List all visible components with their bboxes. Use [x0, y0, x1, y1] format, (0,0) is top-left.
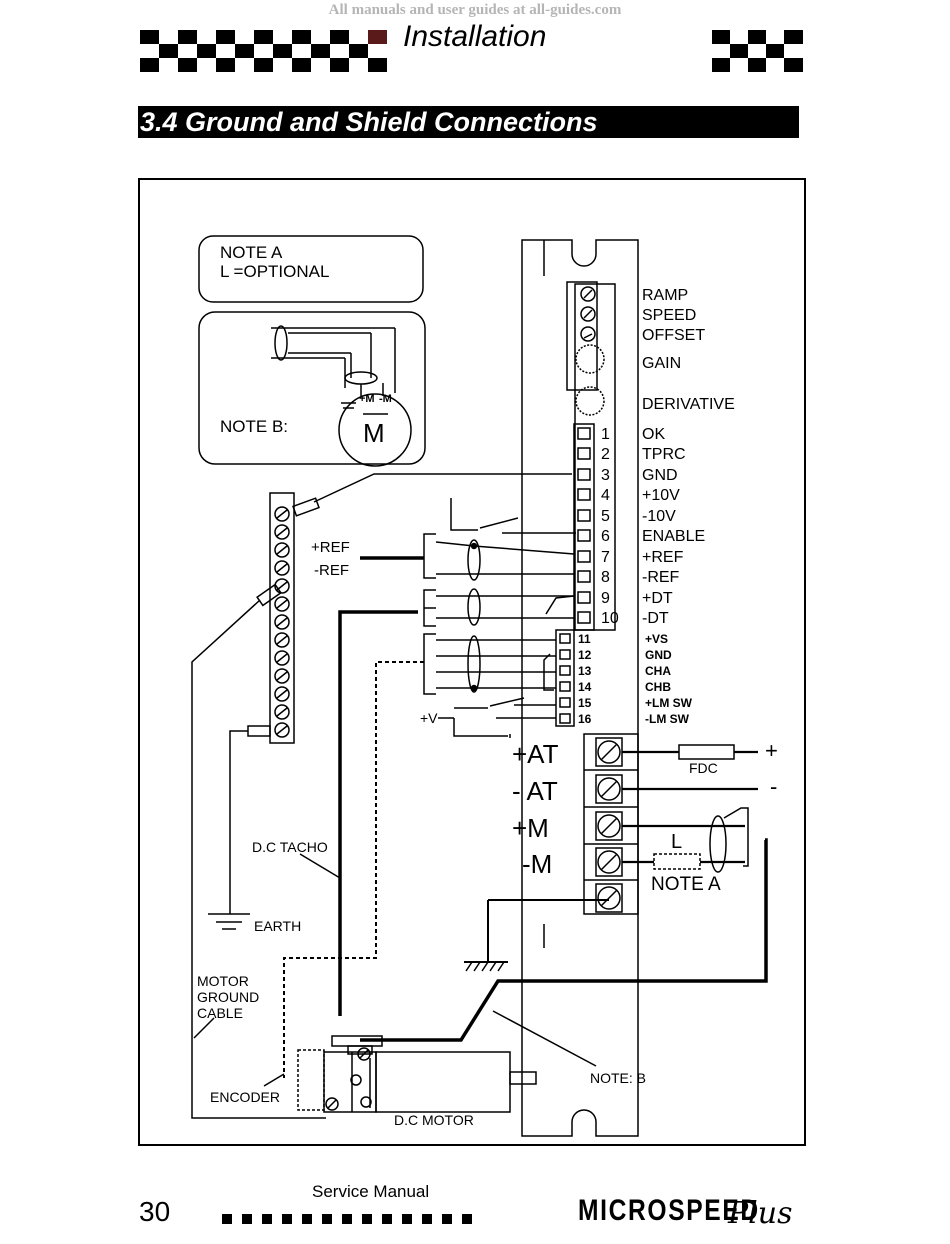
motor-plus-label: +M: [359, 393, 375, 405]
motor-symbol: M: [363, 418, 385, 448]
dc-motor: [297, 1035, 537, 1113]
terminal-num: 13: [578, 664, 592, 678]
dc-tacho-label: D.C TACHO: [252, 839, 328, 855]
wiring-diagram: NOTE A L =OPTIONAL NOTE B: +M -M M: [138, 178, 806, 1146]
terminal-label-plus-lm-sw: +LM SW: [645, 696, 693, 710]
pot-label-derivative: DERIVATIVE: [642, 396, 735, 413]
terminal-num: 16: [578, 712, 592, 726]
pot-label-gain: GAIN: [642, 355, 681, 372]
terminal-num: 8: [601, 569, 610, 586]
brand-logo-plus: Plus: [728, 1196, 793, 1231]
earth-label: EARTH: [254, 918, 301, 934]
supply-plus-sign: +: [765, 738, 778, 763]
footer-service-manual: Service Manual: [312, 1182, 430, 1201]
terminal-block-2: [555, 629, 575, 727]
ground-bus-bar: [269, 492, 295, 744]
diagram-frame: [138, 178, 806, 1146]
encoder-label: ENCODER: [210, 1089, 280, 1105]
motor-ground-cable-label-2: GROUND: [197, 989, 259, 1005]
footer-dots: [222, 1214, 472, 1224]
terminal-num: 15: [578, 696, 592, 710]
terminal-num: 2: [601, 446, 610, 463]
header-checker-left: [140, 30, 387, 72]
terminal-label-chb: CHB: [645, 680, 671, 694]
supply-minus-sign: -: [770, 774, 777, 799]
fdc-label: FDC: [689, 760, 718, 776]
page-header-title: Installation: [403, 20, 547, 53]
terminal-num: 9: [601, 590, 610, 607]
power-terminal-plus-m: +M: [512, 813, 549, 843]
terminal-num: 6: [601, 528, 610, 545]
terminal-num: 10: [601, 610, 619, 627]
terminal-label-plusdt: +DT: [642, 590, 673, 607]
terminal-label-gnd2: GND: [645, 648, 672, 662]
note-b-box: [198, 311, 426, 465]
section-title: 3.4 Ground and Shield Connections: [138, 106, 799, 138]
terminal-label-minusref: -REF: [642, 569, 680, 586]
terminal-num: 3: [601, 467, 610, 484]
terminal-num: 4: [601, 487, 610, 504]
terminal-num: 7: [601, 549, 610, 566]
ref-plus-label: +REF: [311, 539, 350, 556]
header-checker-right: [712, 30, 803, 72]
pot-label-ramp: RAMP: [642, 287, 688, 304]
terminal-label-tprc: TPRC: [642, 446, 686, 463]
note-a-title: NOTE A: [220, 243, 283, 262]
terminal-num: 11: [578, 632, 591, 646]
page-number: 30: [139, 1196, 171, 1227]
dc-motor-label: D.C MOTOR: [394, 1112, 474, 1128]
terminal-num: 5: [601, 508, 610, 525]
watermark: All manuals and user guides at all-guide…: [328, 2, 622, 18]
brand-logo: MICROSPEED: [578, 1194, 760, 1227]
terminal-label-minusdt: -DT: [642, 610, 669, 627]
note-b-ref: NOTE: B: [590, 1070, 646, 1086]
terminal-num: 12: [578, 648, 592, 662]
note-b-cable-detail: +M -M M: [271, 325, 412, 467]
note-b-label: NOTE B:: [220, 417, 288, 436]
pot-label-offset: OFFSET: [642, 327, 705, 344]
motor-ground-cable-label-1: MOTOR: [197, 973, 249, 989]
note-a-ref: NOTE A: [651, 874, 721, 895]
power-terminal-block: [583, 733, 639, 915]
terminal-num: 1: [601, 426, 610, 443]
terminal-block-1: [573, 423, 595, 631]
power-terminal-minus-at: - AT: [512, 776, 558, 806]
power-terminal-minus-m: -M: [522, 849, 552, 879]
motor-ground-cable-label-3: CABLE: [197, 1005, 243, 1021]
terminal-label-cha: CHA: [645, 664, 671, 678]
note-a-text: L =OPTIONAL: [220, 262, 329, 281]
potentiometers: [575, 286, 605, 416]
terminal-label-plusvs: +VS: [645, 632, 668, 646]
power-terminal-plus-at: +AT: [512, 739, 559, 769]
inductor-label: L: [671, 831, 682, 853]
terminal-label-minus-lm-sw: -LM SW: [645, 712, 690, 726]
ref-minus-label: -REF: [314, 562, 349, 579]
terminal-label-minus10v: -10V: [642, 508, 676, 525]
terminal-num: 14: [578, 680, 592, 694]
v-plus-label: +V: [420, 710, 438, 726]
terminal-label-plus10v: +10V: [642, 487, 680, 504]
terminal-label-ok: OK: [642, 426, 665, 443]
terminal-label-enable: ENABLE: [642, 528, 705, 545]
motor-minus-label: -M: [379, 393, 392, 405]
note-a-box: [198, 235, 424, 303]
terminal-label-plusref: +REF: [642, 549, 684, 566]
pot-label-speed: SPEED: [642, 307, 696, 324]
terminal-label-gnd: GND: [642, 467, 678, 484]
